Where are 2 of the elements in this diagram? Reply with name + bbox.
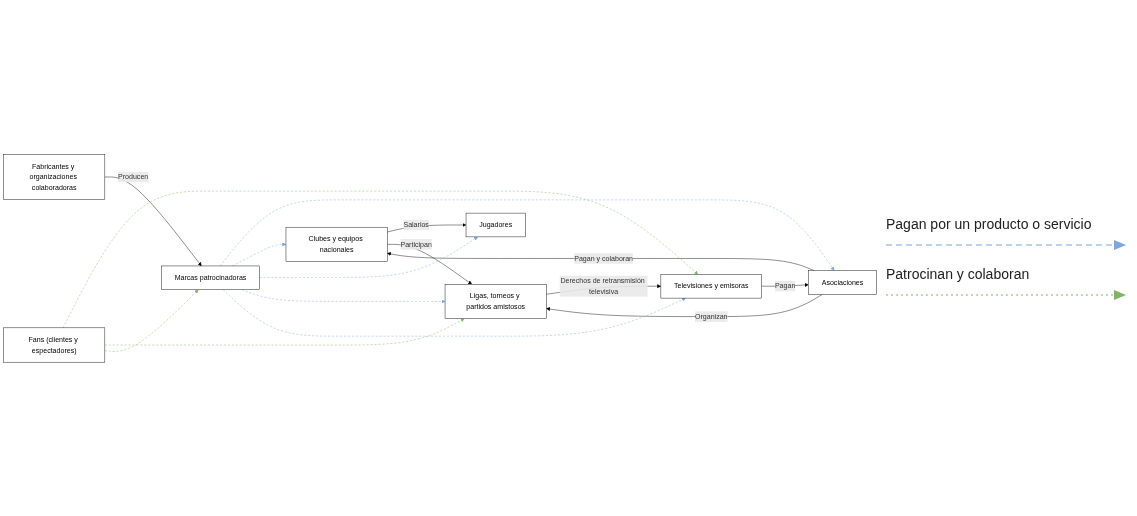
legend-label: Pagan por un producto o servicio <box>886 216 1092 232</box>
legend-label: Patrocinan y colaboran <box>886 266 1030 282</box>
